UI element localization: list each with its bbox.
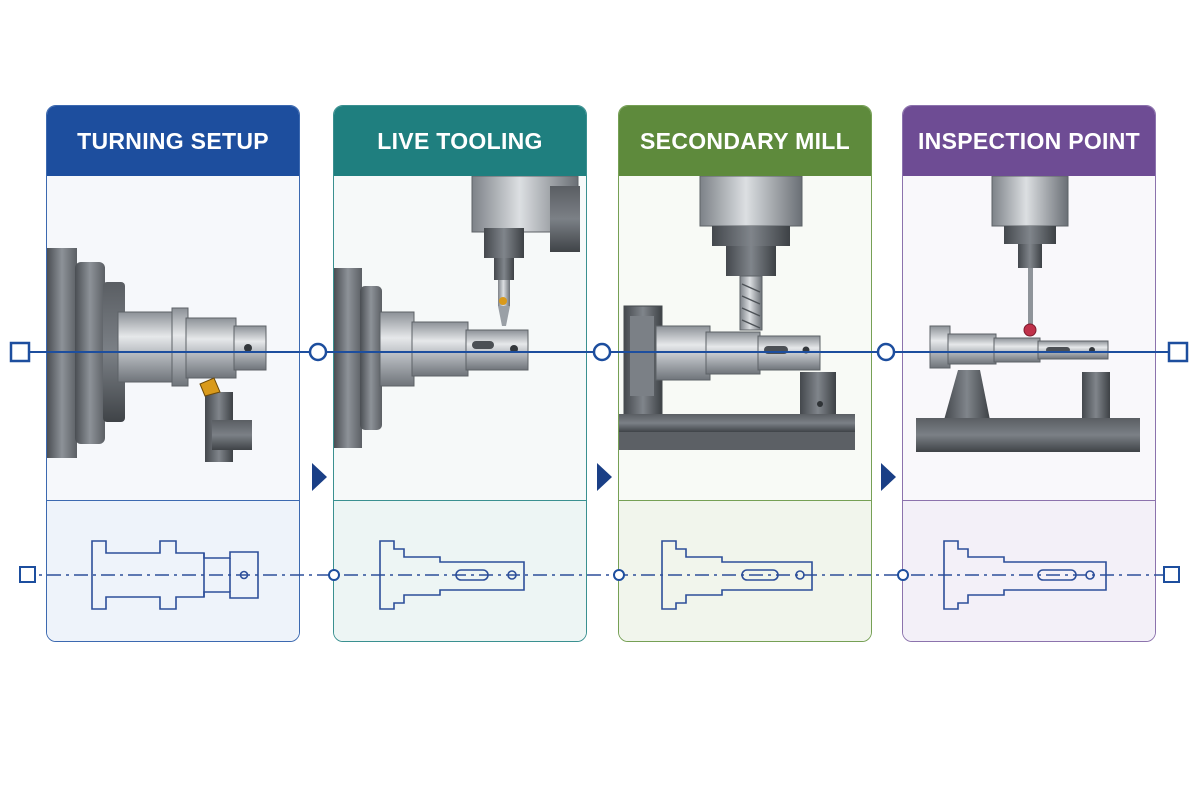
mill-table-base bbox=[619, 432, 855, 450]
inspection-scene bbox=[916, 176, 1140, 452]
live-tooling-profile bbox=[379, 540, 525, 610]
probe-mount bbox=[1004, 226, 1056, 244]
secondary-mill-profile bbox=[661, 540, 813, 610]
probe-stylus bbox=[1028, 268, 1033, 328]
workpiece-end bbox=[465, 329, 529, 371]
cutting-tool-icon bbox=[199, 377, 221, 397]
inspection-profile-area bbox=[903, 501, 1155, 641]
panel-divider bbox=[47, 500, 299, 501]
square-node-icon bbox=[19, 566, 36, 583]
cutting-tool-icon bbox=[499, 297, 507, 305]
tool-holder bbox=[726, 246, 776, 276]
mill-spindle-housing bbox=[699, 176, 803, 227]
end-mill-flutes bbox=[741, 283, 761, 329]
inspection-profile bbox=[943, 540, 1107, 610]
workpiece-body bbox=[411, 321, 469, 377]
chuck-backplate bbox=[334, 268, 362, 448]
drill-tip bbox=[498, 306, 510, 326]
secondary-mill-scene bbox=[619, 176, 855, 450]
panel-divider bbox=[903, 500, 1155, 501]
stage-title-inspection: INSPECTION POINT bbox=[903, 106, 1155, 176]
triangle-right-icon bbox=[312, 463, 327, 491]
v-block-right bbox=[1082, 372, 1110, 420]
tool-collet bbox=[494, 258, 514, 280]
workpiece-body bbox=[947, 333, 997, 365]
circle-node-icon bbox=[592, 342, 612, 362]
stage-title-live-tooling: LIVE TOOLING bbox=[334, 106, 586, 176]
mill-table-top bbox=[619, 414, 855, 432]
spindle-nose bbox=[712, 226, 790, 246]
probe-head-housing bbox=[991, 176, 1069, 227]
vise-jaw-face bbox=[630, 316, 654, 396]
workpiece-step bbox=[185, 317, 237, 379]
stage-title-secondary-mill: SECONDARY MILL bbox=[619, 106, 871, 176]
tool-spindle bbox=[484, 228, 524, 258]
workpiece-end bbox=[1037, 340, 1109, 360]
workpiece-collar bbox=[929, 325, 951, 369]
probe-body bbox=[1018, 244, 1042, 268]
circle-node-icon bbox=[613, 569, 625, 581]
circle-node-icon bbox=[876, 342, 896, 362]
circle-node-icon bbox=[308, 342, 328, 362]
cross-hole bbox=[244, 344, 252, 352]
panel-divider bbox=[334, 500, 586, 501]
support-bolt bbox=[817, 401, 823, 407]
stage-title-turning: TURNING SETUP bbox=[47, 106, 299, 176]
square-node-icon bbox=[1163, 566, 1180, 583]
live-tooling-profile-area bbox=[334, 501, 586, 641]
live-tooling-scene bbox=[334, 176, 580, 448]
turret-block bbox=[550, 186, 580, 252]
workpiece-step bbox=[993, 337, 1041, 363]
square-node-icon bbox=[1167, 341, 1189, 363]
chuck-body bbox=[360, 286, 382, 430]
turning-profile bbox=[91, 540, 259, 610]
triangle-right-icon bbox=[597, 463, 612, 491]
tool-clamp bbox=[212, 420, 252, 450]
turning-scene bbox=[47, 248, 267, 462]
support-block bbox=[800, 372, 836, 416]
panel-divider bbox=[619, 500, 871, 501]
square-node-icon bbox=[9, 341, 31, 363]
milled-slot bbox=[472, 341, 494, 349]
turning-profile-area bbox=[47, 501, 299, 641]
circle-node-icon bbox=[328, 569, 340, 581]
v-block-left bbox=[944, 370, 990, 420]
triangle-right-icon bbox=[881, 463, 896, 491]
end-mill bbox=[739, 275, 763, 331]
workpiece-collar bbox=[379, 311, 415, 387]
circle-node-icon bbox=[897, 569, 909, 581]
ruby-probe-icon bbox=[1023, 323, 1037, 337]
workpiece-body bbox=[117, 311, 179, 383]
granite-surface-plate bbox=[916, 418, 1140, 452]
